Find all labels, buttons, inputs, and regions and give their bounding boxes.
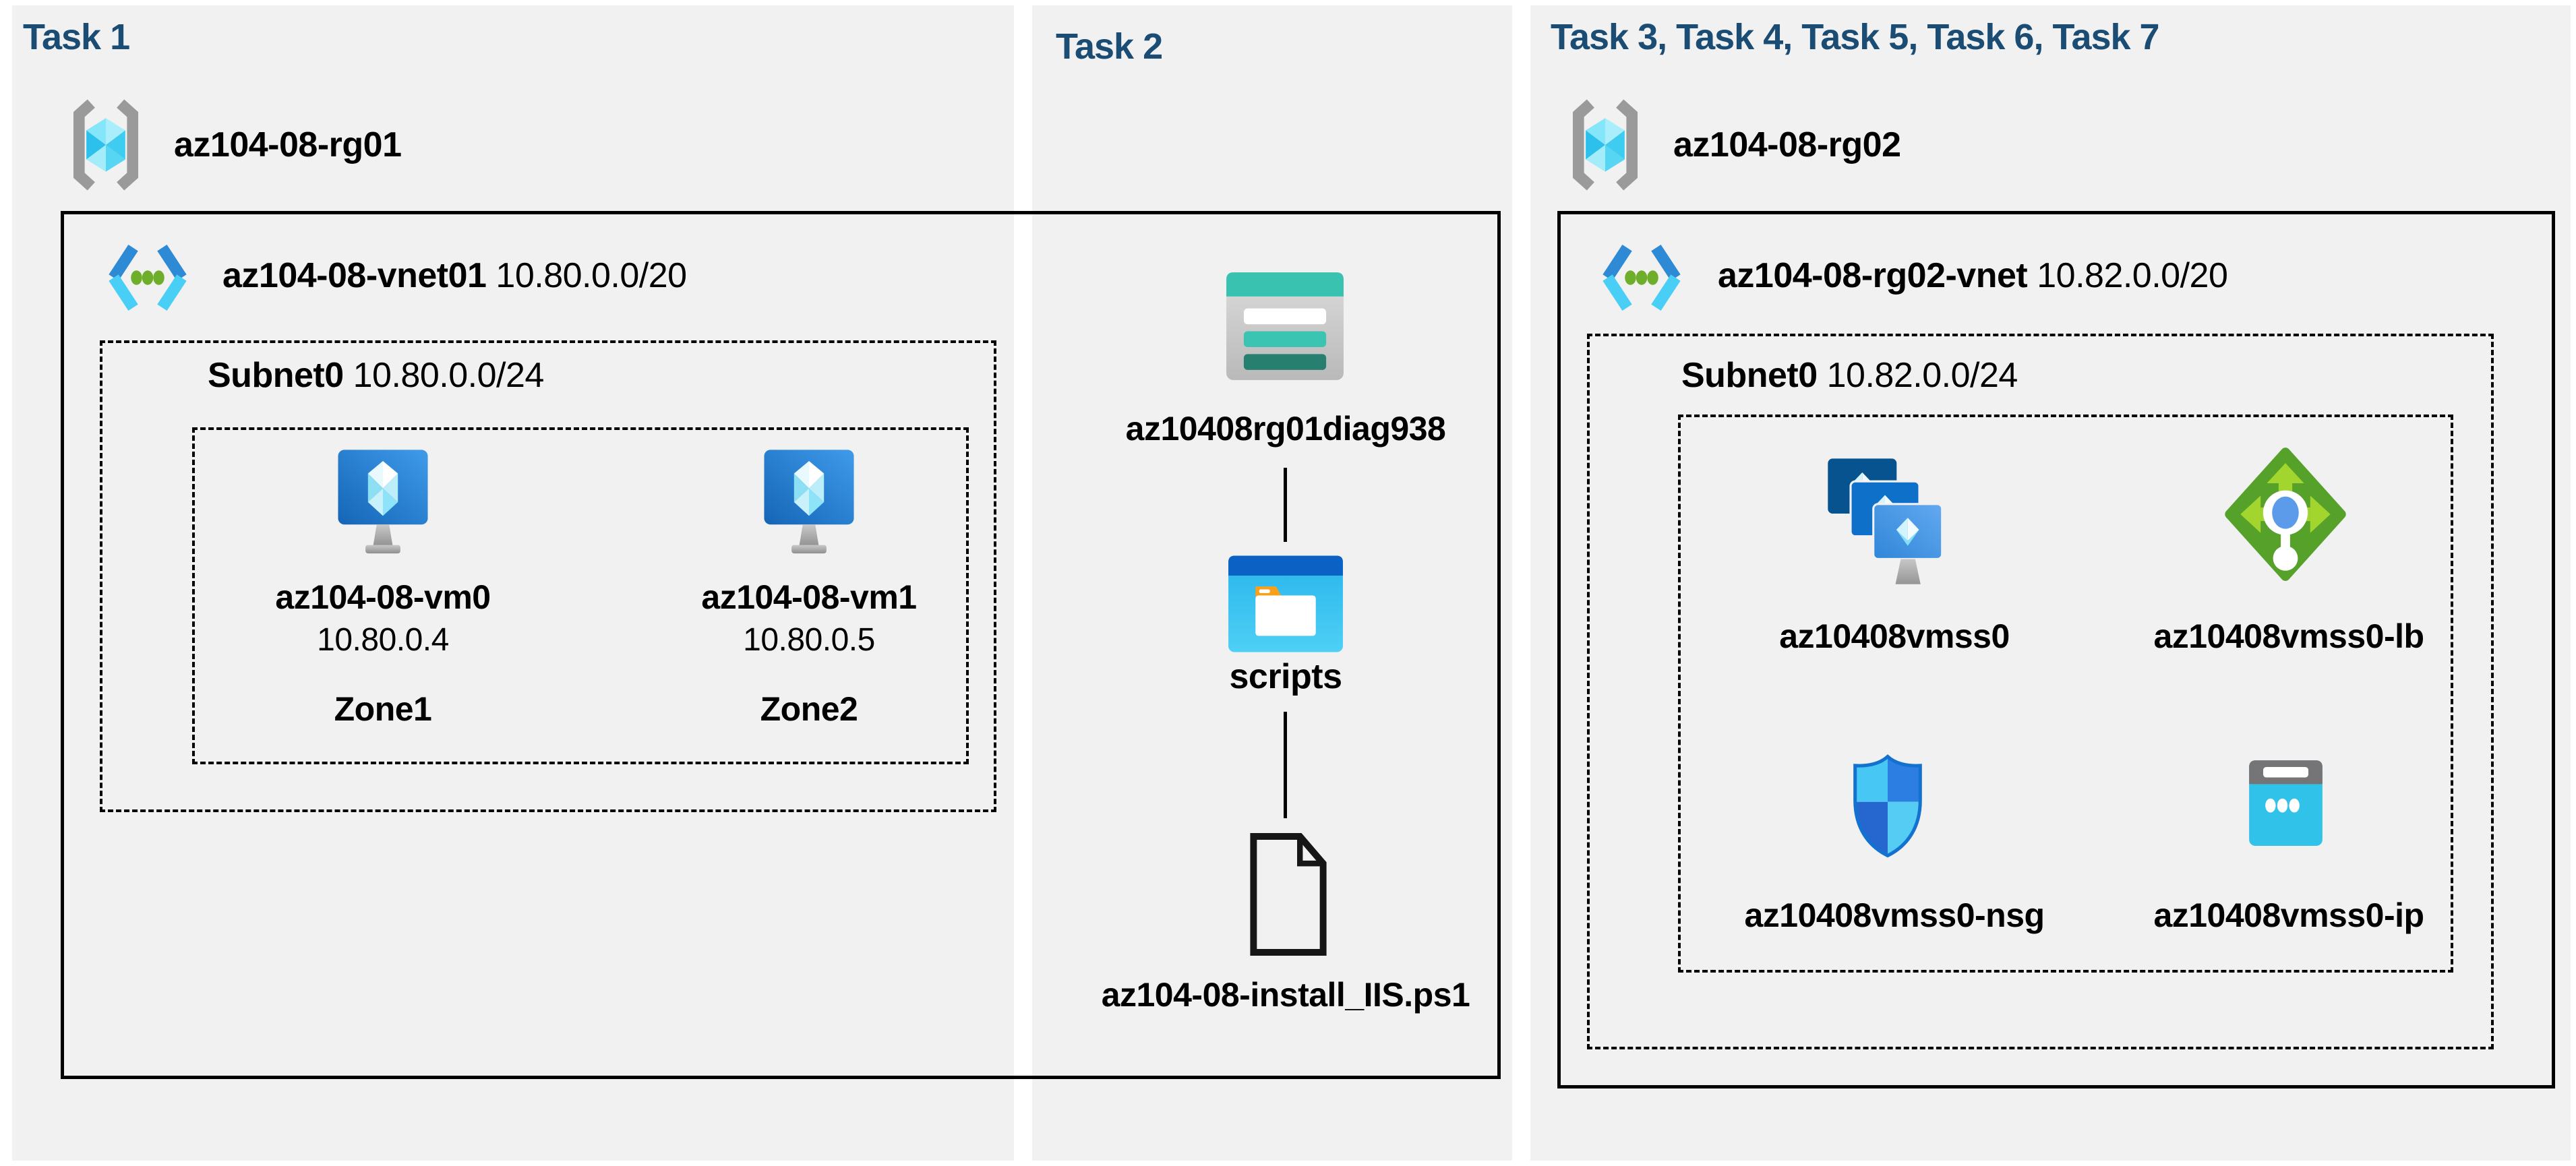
public-ip-name: az10408vmss0-ip — [2153, 896, 2424, 934]
vm1-name: az104-08-vm1 — [701, 578, 917, 616]
script-file-name: az104-08-install_IIS.ps1 — [1101, 976, 1470, 1014]
nsg-name: az10408vmss0-nsg — [1744, 896, 2045, 934]
task3-title: Task 3, Task 4, Task 5, Task 6, Task 7 — [1551, 17, 2160, 57]
load-balancer-icon — [2223, 443, 2347, 585]
scripts-folder-name: scripts — [1229, 657, 1342, 696]
storage-account-name: az10408rg01diag938 — [1125, 410, 1446, 448]
resource-group-1-name: az104-08-rg01 — [174, 125, 402, 164]
resource-group-icon — [62, 96, 150, 194]
subnet1-box — [100, 340, 996, 812]
scripts-folder-icon — [1225, 553, 1346, 655]
storage-account-icon — [1222, 266, 1348, 387]
task1-panel — [12, 5, 1014, 1161]
resource-group-2-name: az104-08-rg02 — [1673, 125, 1901, 164]
subnet2-box — [1587, 334, 2494, 1049]
script-file-icon — [1245, 828, 1332, 961]
vm1-zone: Zone2 — [760, 690, 858, 728]
virtual-network-icon — [1595, 243, 1688, 313]
vm0-zone: Zone1 — [334, 690, 432, 728]
vm0-ip: 10.80.0.4 — [317, 622, 449, 658]
task1-title: Task 1 — [23, 17, 130, 57]
task2-title: Task 2 — [1056, 26, 1163, 67]
virtual-network-icon — [101, 243, 194, 313]
connector-scripts-file — [1284, 712, 1287, 818]
vmss-group-box — [1678, 415, 2453, 973]
load-balancer-name: az10408vmss0-lb — [2153, 617, 2424, 655]
network-security-group-icon — [1845, 743, 1930, 869]
vm0-name: az104-08-vm0 — [275, 578, 491, 616]
resource-group-icon — [1561, 96, 1649, 194]
virtual-machine-icon — [332, 445, 433, 559]
vm1-ip: 10.80.0.5 — [743, 622, 875, 658]
vm-scale-set-icon — [1824, 456, 1952, 593]
vnet1-box — [61, 211, 1501, 1079]
connector-storage-scripts — [1284, 468, 1287, 542]
vmss-name: az10408vmss0 — [1779, 617, 2010, 655]
task3-panel — [1530, 5, 2571, 1161]
vm-group-box — [192, 427, 969, 764]
virtual-machine-icon — [758, 445, 860, 559]
public-ip-icon — [2237, 754, 2335, 853]
vnet2-box — [1557, 211, 2555, 1088]
